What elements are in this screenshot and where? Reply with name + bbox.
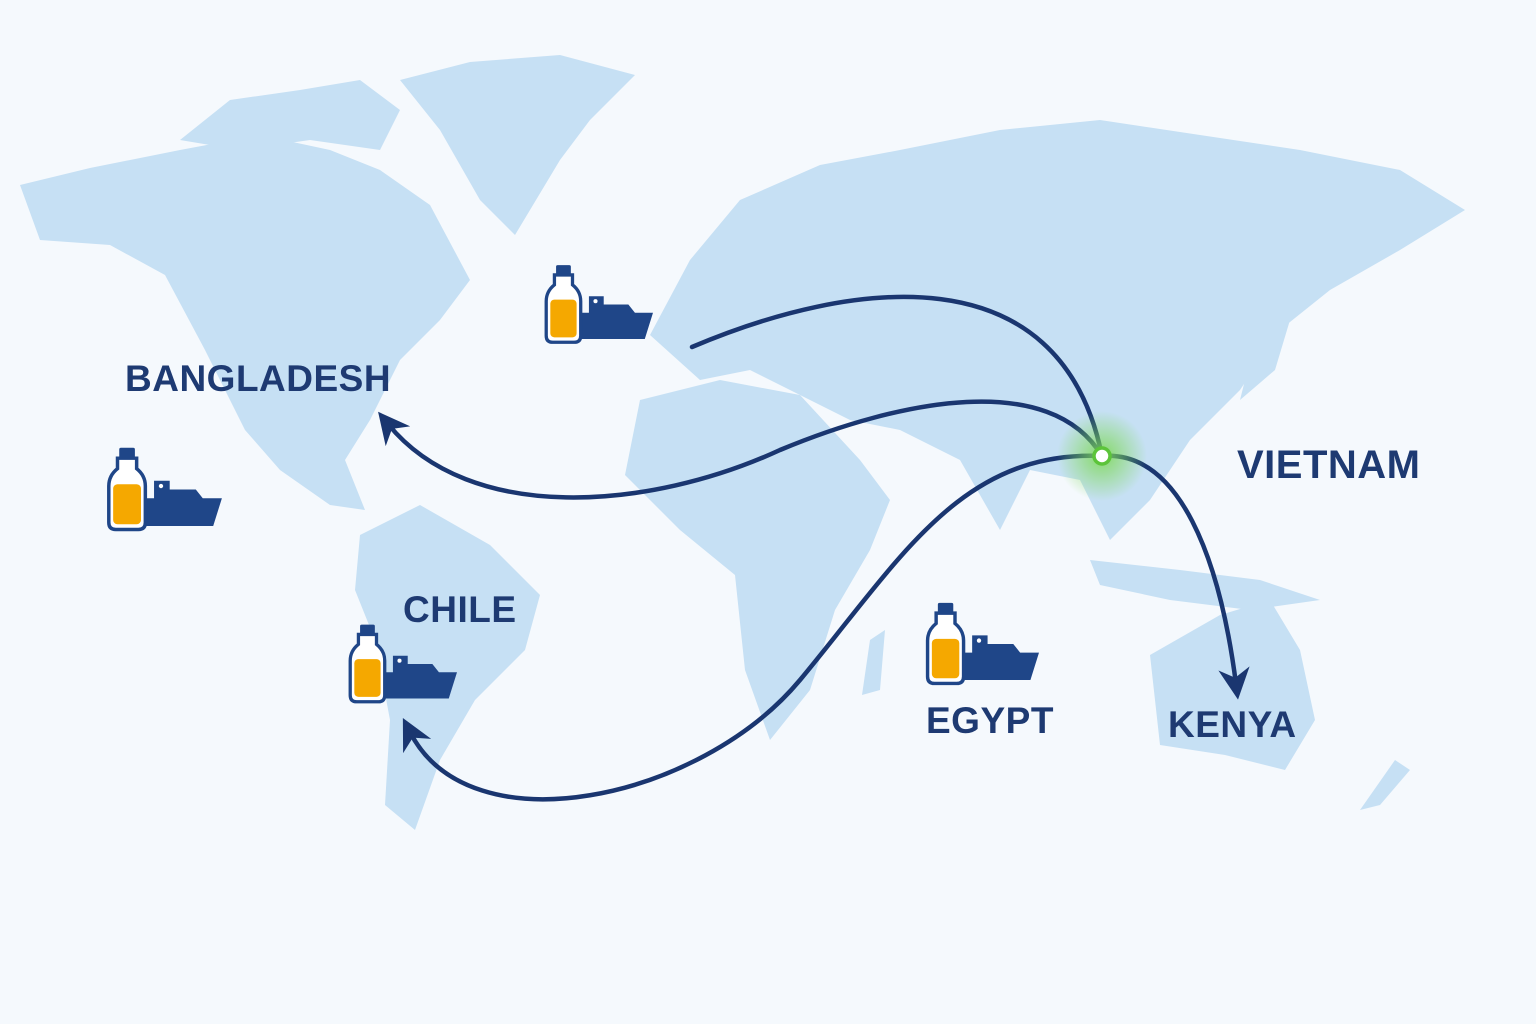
label-chile: CHILE <box>403 589 517 630</box>
label-kenya: KENYA <box>1168 704 1297 745</box>
japan <box>1240 290 1290 400</box>
south-america <box>355 505 540 830</box>
juice-bottle-ship-icon <box>925 601 1039 686</box>
africa <box>625 380 890 740</box>
arctic-islands <box>180 80 400 150</box>
juice-bottle-ship-icon <box>544 263 653 344</box>
origin-point <box>1057 411 1147 501</box>
route-chile <box>402 453 1105 802</box>
origin-dot-icon <box>1092 446 1112 466</box>
new-zealand <box>1360 760 1410 810</box>
greenland <box>400 55 635 235</box>
madagascar <box>862 630 885 695</box>
continents <box>20 55 1465 830</box>
north-america <box>20 135 470 510</box>
label-vietnam: VIETNAM <box>1237 443 1421 487</box>
route-bangladesh <box>378 399 1105 500</box>
eurasia <box>650 120 1465 540</box>
label-bangladesh: BANGLADESH <box>125 358 392 399</box>
label-egypt: EGYPT <box>926 700 1054 741</box>
southeast-asia-islands <box>1090 560 1320 610</box>
juice-bottle-ship-icon <box>107 446 222 532</box>
route-europe <box>689 294 1105 459</box>
